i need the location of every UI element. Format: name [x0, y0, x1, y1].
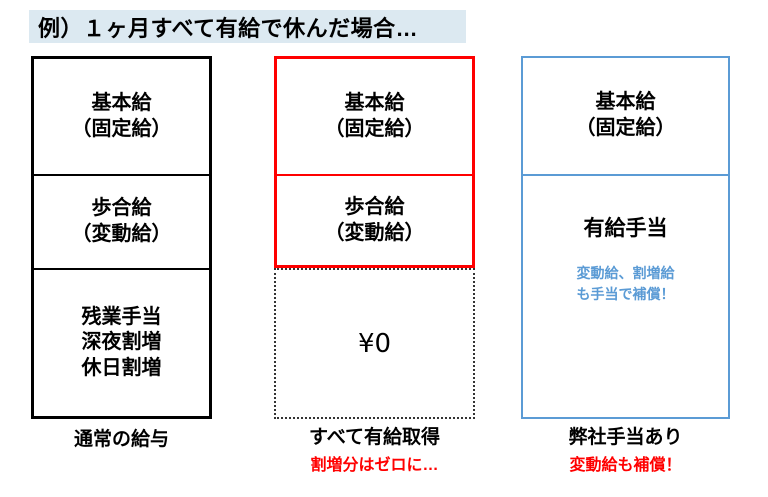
cell-base-pay-leave: 基本給 （固定給） — [274, 56, 475, 176]
note-line: 変動給、割増給 — [576, 264, 675, 281]
cell-commission-pay-normal: 歩合給 （変動給） — [31, 176, 212, 270]
cell-line: （固定給） — [324, 117, 425, 140]
cell-commission-pay-leave: 歩合給 （変動給） — [274, 176, 475, 268]
cell-line: 深夜割増 — [81, 331, 162, 354]
cell-base-pay-normal: 基本給 （固定給） — [31, 56, 212, 176]
footer-label: 通常の給与 — [73, 429, 169, 450]
note-line: も手当で補償！ — [576, 285, 675, 302]
cell-line: 休日割増 — [81, 356, 162, 379]
footer-highlight: 変動給も補償！ — [569, 456, 682, 474]
cell-zero-allowance-leave: ¥0 — [274, 268, 475, 419]
column-company-allowance: 基本給 （固定給） 有給手当 変動給、割増給 も手当で補償！ — [521, 56, 730, 419]
footer-label: すべて有給取得 — [309, 427, 440, 448]
footer-normal-salary: 通常の給与 — [31, 428, 212, 453]
footer-warning: 割増分はゼロに… — [310, 456, 439, 474]
footer-all-paid-leave: すべて有給取得 割増分はゼロに… — [265, 426, 484, 477]
allowance-note: 変動給、割増給 も手当で補償！ — [577, 263, 675, 305]
cell-line: 基本給 — [344, 91, 405, 114]
cell-line: 基本給 — [595, 91, 656, 114]
cell-paid-leave-allowance-company: 有給手当 変動給、割増給 も手当で補償！ — [521, 176, 730, 419]
zero-yen-amount: ¥0 — [357, 328, 392, 359]
cell-line: 残業手当 — [81, 305, 162, 328]
cell-line: （変動給） — [71, 223, 172, 245]
page-title: 例）１ヶ月すべて有給で休んだ場合… — [38, 15, 419, 41]
cell-overtime-allowances-normal: 残業手当 深夜割増 休日割増 — [31, 270, 212, 419]
title-banner: 例）１ヶ月すべて有給で休んだ場合… — [29, 10, 466, 43]
cell-line: （変動給） — [324, 221, 425, 244]
cell-line: （固定給） — [71, 117, 172, 140]
column-normal-salary: 基本給 （固定給） 歩合給 （変動給） 残業手当 深夜割増 休日割増 — [31, 56, 212, 419]
cell-line: 有給手当 — [583, 217, 668, 240]
footer-company-allowance: 弊社手当あり 変動給も補償！ — [511, 426, 740, 477]
cell-line: 基本給 — [91, 91, 152, 114]
cell-base-pay-company: 基本給 （固定給） — [521, 56, 730, 176]
cell-line: 歩合給 — [344, 195, 405, 218]
column-all-paid-leave: 基本給 （固定給） 歩合給 （変動給） ¥0 — [274, 56, 475, 419]
footer-label: 弊社手当あり — [568, 427, 683, 448]
cell-line: （固定給） — [575, 117, 676, 139]
cell-line: 歩合給 — [91, 197, 152, 220]
